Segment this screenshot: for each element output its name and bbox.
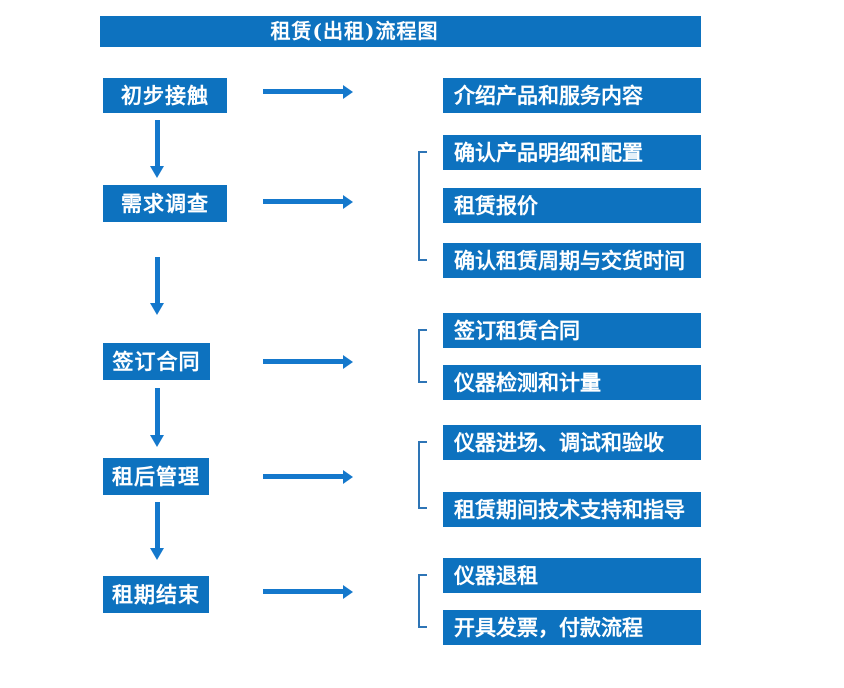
detail-box-instrument-return: 仪器退租 [443,558,701,593]
step-box-demand-survey: 需求调查 [103,185,227,222]
down-arrow-icon [150,388,165,447]
detail-box-rental-quote: 租赁报价 [443,188,701,223]
right-arrow-icon [263,355,353,369]
detail-box-sign-rental-contract: 签订租赁合同 [443,313,701,348]
flowchart-title: 租赁(出租)流程图 [100,16,701,47]
detail-box-invoice-payment: 开具发票，付款流程 [443,610,701,645]
detail-box-instrument-setup-acceptance: 仪器进场、调试和验收 [443,425,701,460]
group-bracket [418,151,427,261]
down-arrow-icon [150,502,165,560]
detail-box-rental-tech-support: 租赁期间技术支持和指导 [443,492,701,527]
right-arrow-icon [263,85,353,99]
detail-box-introduce-products: 介绍产品和服务内容 [443,78,701,113]
step-box-initial-contact: 初步接触 [103,78,227,113]
step-box-sign-contract: 签订合同 [103,343,210,380]
down-arrow-icon [150,120,165,178]
detail-box-instrument-testing: 仪器检测和计量 [443,365,701,400]
detail-box-confirm-product-details: 确认产品明细和配置 [443,135,701,170]
right-arrow-icon [263,585,353,599]
right-arrow-icon [263,470,353,484]
down-arrow-icon [150,257,165,315]
right-arrow-icon [263,195,353,209]
step-box-post-rental-management: 租后管理 [103,458,209,495]
group-bracket [418,574,427,628]
group-bracket [418,441,427,509]
detail-box-confirm-rental-period: 确认租赁周期与交货时间 [443,243,701,278]
step-box-rental-end: 租期结束 [103,576,209,613]
group-bracket [418,329,427,383]
